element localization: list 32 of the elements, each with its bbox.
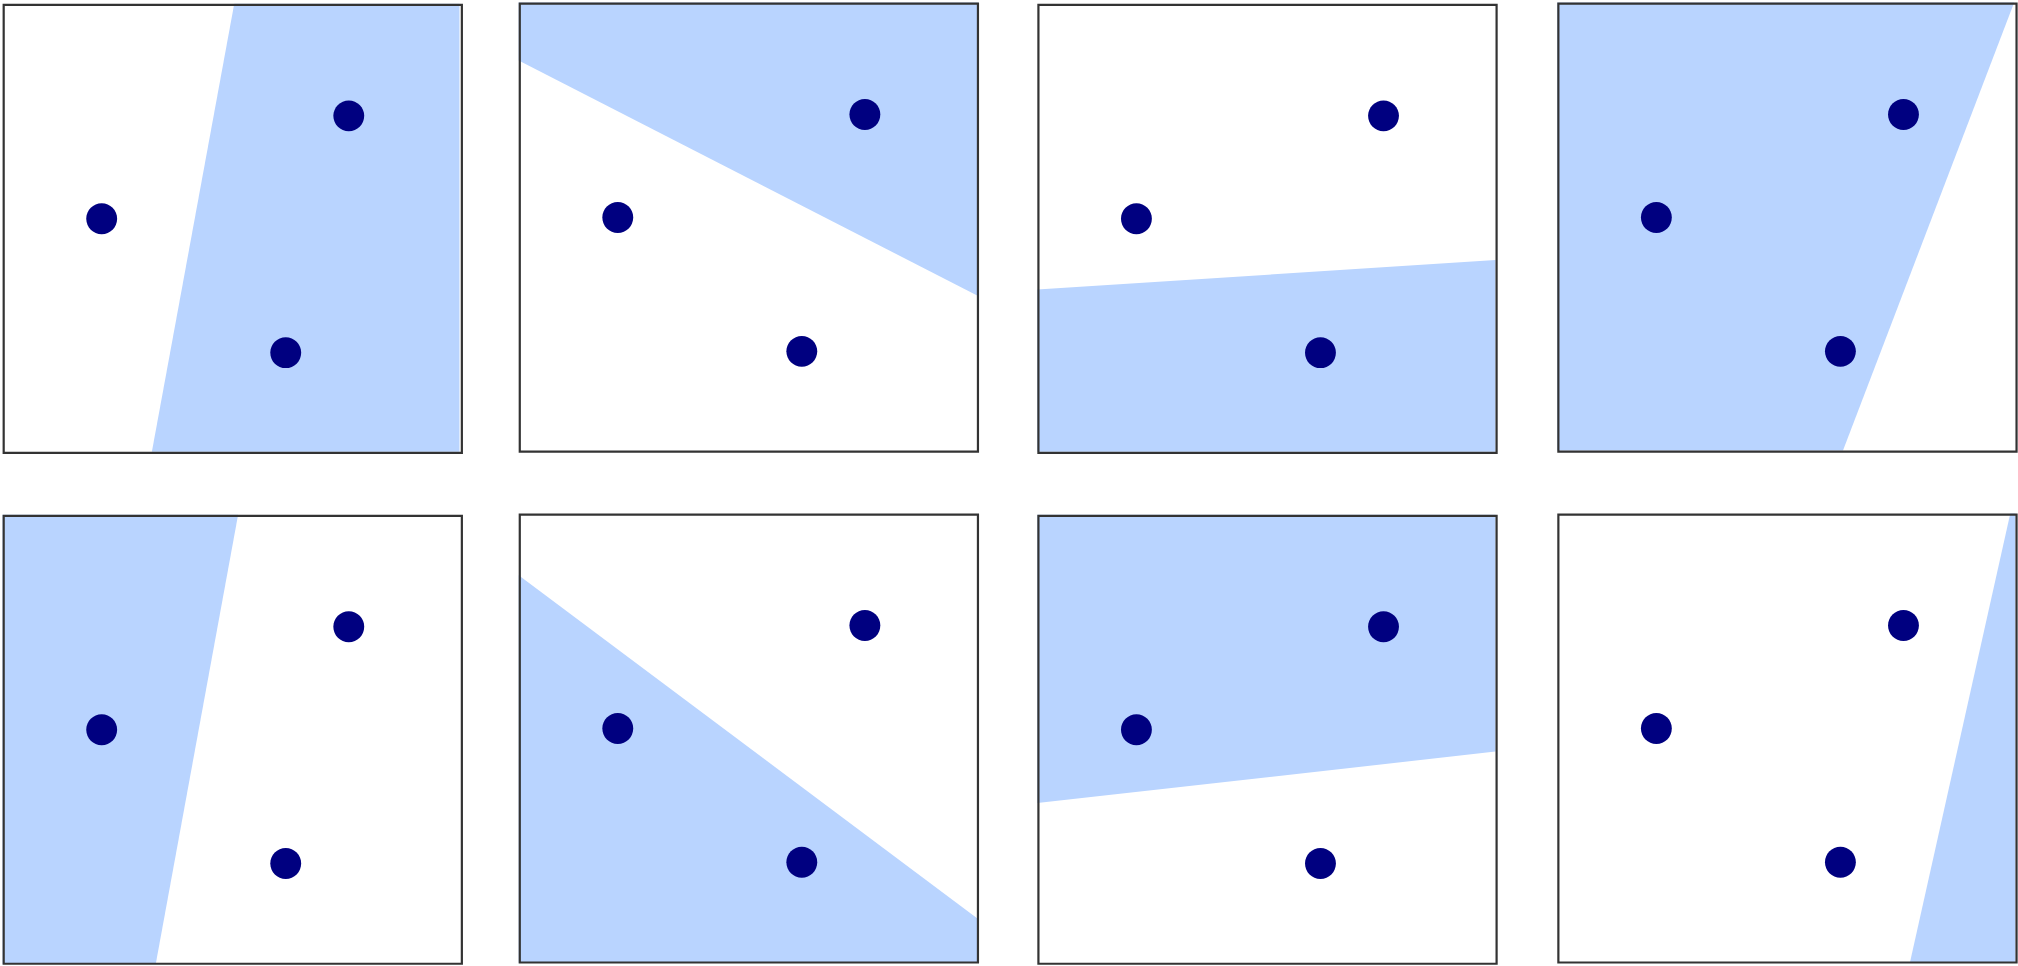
shaded-panel <box>1037 3 1498 454</box>
data-point <box>1120 203 1152 235</box>
data-point <box>86 714 118 746</box>
shaded-panel <box>1037 514 1498 965</box>
data-point <box>1305 337 1336 369</box>
data-point <box>602 713 634 744</box>
data-point <box>786 335 818 367</box>
data-point <box>1640 713 1672 744</box>
data-point <box>333 100 365 132</box>
data-point <box>1640 202 1672 233</box>
shaded-panel <box>518 2 980 453</box>
shaded-panel <box>1557 513 2018 964</box>
data-point <box>849 99 881 130</box>
data-point <box>786 846 818 878</box>
data-point <box>1888 610 1919 641</box>
data-point <box>602 202 634 233</box>
data-point <box>86 203 118 235</box>
data-point <box>270 848 302 879</box>
data-point <box>1368 100 1399 132</box>
data-point <box>270 337 302 369</box>
data-point <box>849 610 881 641</box>
data-point <box>1888 99 1919 130</box>
data-point <box>1824 846 1856 878</box>
shaded-panel <box>2 514 463 965</box>
shaded-panel <box>1557 2 2018 453</box>
shaded-panel <box>518 513 980 964</box>
data-point <box>1368 611 1399 643</box>
data-point <box>1305 848 1336 879</box>
data-point <box>1824 335 1856 367</box>
shaded-panel <box>2 3 463 454</box>
data-point <box>333 611 365 643</box>
data-point <box>1120 714 1152 746</box>
